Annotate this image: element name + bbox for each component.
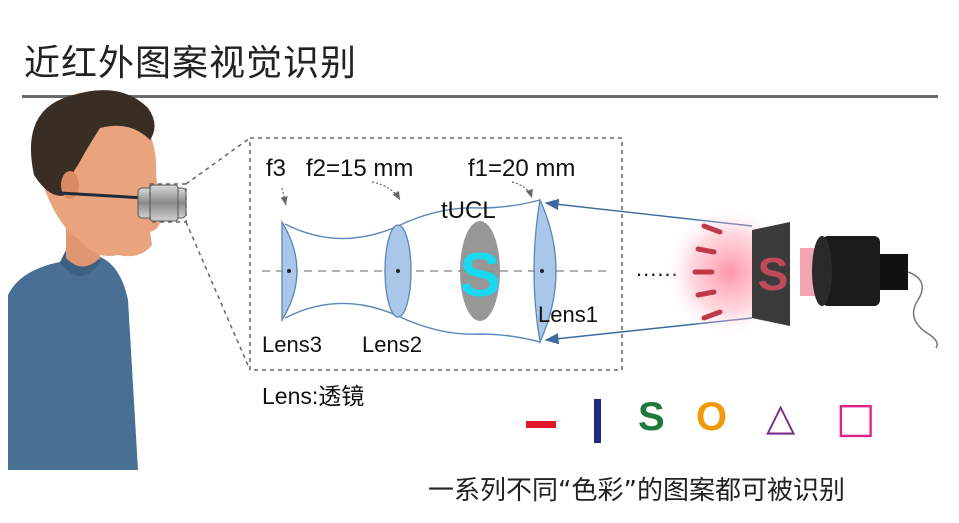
- glasses-frame: [59, 191, 146, 200]
- zoom-box: [249, 137, 623, 371]
- purple-triangle-symbol: △: [766, 395, 796, 439]
- tucl-label: tUCL: [441, 197, 496, 224]
- person-hair: [30, 90, 155, 196]
- f2-label: f2=15 mm: [306, 155, 413, 182]
- f3-label: f3: [266, 155, 286, 182]
- f1-label: f1=20 mm: [468, 155, 575, 182]
- caption: 一系列不同“色彩”的图案都可被识别: [428, 476, 845, 506]
- legend-note: Lens:透镜: [262, 383, 364, 409]
- red-dash-symbol: [526, 421, 556, 428]
- lens1-label: Lens1: [538, 302, 598, 327]
- blue-bar-symbol: [594, 399, 601, 443]
- title-divider: [22, 95, 938, 98]
- nir-light-source: [800, 236, 938, 349]
- page-title: 近红外图案视觉识别: [24, 43, 358, 84]
- ray-envelope-top: [284, 199, 541, 240]
- tucl-pattern-s: S: [459, 241, 500, 310]
- pink-square-symbol: □: [836, 393, 876, 442]
- emission-rays: [692, 223, 723, 321]
- person-shirt: [8, 255, 138, 470]
- lens3-label: Lens3: [262, 332, 322, 357]
- symbol-row: S O △ □: [500, 393, 900, 457]
- mask-pattern-s: S: [758, 248, 789, 300]
- green-s-symbol: S: [638, 395, 665, 439]
- orange-o-symbol: O: [696, 395, 728, 439]
- lens2-label: Lens2: [362, 332, 422, 357]
- zoom-callout-lines: [149, 137, 251, 371]
- tucl-contact-lens: [460, 221, 500, 321]
- person-illustration: [8, 90, 187, 470]
- ray-envelope-bottom: [284, 302, 541, 343]
- pattern-mask: [752, 222, 790, 326]
- lens1: [533, 197, 557, 345]
